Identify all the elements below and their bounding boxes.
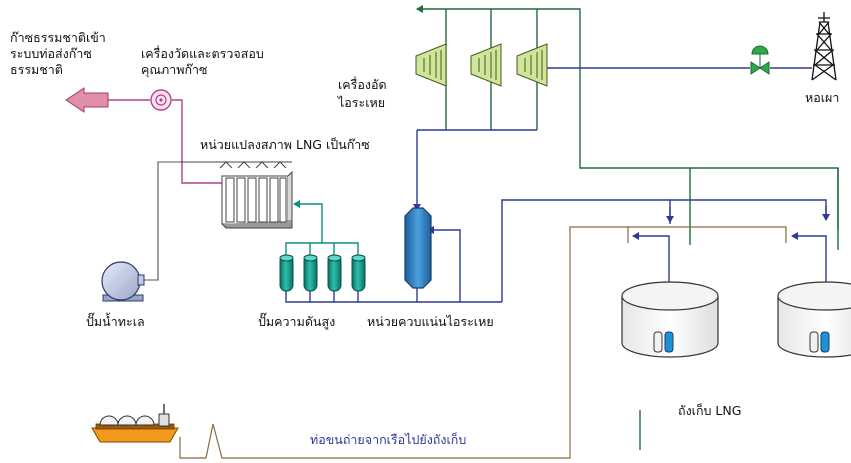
high-pressure-pumps bbox=[279, 254, 366, 292]
label-flare: หอเผา bbox=[805, 90, 840, 105]
hp-pump-3 bbox=[327, 254, 342, 292]
lng-storage-tank-1 bbox=[621, 281, 719, 358]
label-storage-tanks: ถังเก็บ LNG bbox=[678, 403, 742, 418]
label-compressor-line1: เครื่องอัด bbox=[338, 77, 387, 92]
flare-valve-icon bbox=[750, 45, 770, 75]
lng-carrier-ship-icon bbox=[91, 404, 179, 443]
label-recondenser: หน่วยควบแน่นไอระเหย bbox=[367, 314, 494, 329]
label-metering-line2: คุณภาพก๊าซ bbox=[141, 62, 208, 77]
gas-meter-icon bbox=[150, 89, 172, 111]
hp-pump-2 bbox=[303, 254, 318, 292]
boil-off-compressors bbox=[415, 43, 548, 87]
hp-pump-4 bbox=[351, 254, 366, 292]
label-seawater-pump: ปั๊มน้ำทะเล bbox=[86, 314, 145, 329]
label-gas-to-pipeline-line1: ก๊าซธรรมชาติเข้า bbox=[10, 30, 106, 45]
lng-storage-tank-2 bbox=[777, 281, 851, 358]
unloading-piping bbox=[179, 226, 787, 459]
label-gas-to-pipeline-line3: ธรรมชาติ bbox=[10, 62, 63, 77]
hp-pump-1 bbox=[279, 254, 294, 292]
label-regasification: หน่วยแปลงสภาพ LNG เป็นก๊าซ bbox=[200, 137, 370, 152]
vapor-piping bbox=[416, 5, 839, 450]
recondenser-vessel bbox=[404, 207, 432, 289]
compressor-2 bbox=[470, 43, 502, 87]
hp-pump-piping bbox=[285, 200, 359, 255]
gas-piping bbox=[108, 99, 222, 184]
gas-outlet-arrow-icon bbox=[65, 87, 109, 113]
compressor-3 bbox=[516, 43, 548, 87]
label-gas-to-pipeline-line2: ระบบท่อส่งก๊าซ bbox=[10, 46, 92, 61]
label-metering-line1: เครื่องวัดและตรวจสอบ bbox=[141, 46, 264, 61]
flare-tower-icon bbox=[811, 12, 837, 81]
compressor-1 bbox=[415, 43, 447, 87]
lng-piping bbox=[285, 67, 830, 330]
label-hp-pumps: ปั๊มความดันสูง bbox=[258, 314, 336, 329]
label-compressor-line2: ไอระเหย bbox=[338, 95, 386, 110]
seawater-pump-icon bbox=[101, 261, 145, 302]
label-unloading-line: ท่อขนถ่ายจากเรือไปยังถังเก็บ bbox=[310, 432, 467, 447]
regasification-unit bbox=[180, 161, 293, 229]
